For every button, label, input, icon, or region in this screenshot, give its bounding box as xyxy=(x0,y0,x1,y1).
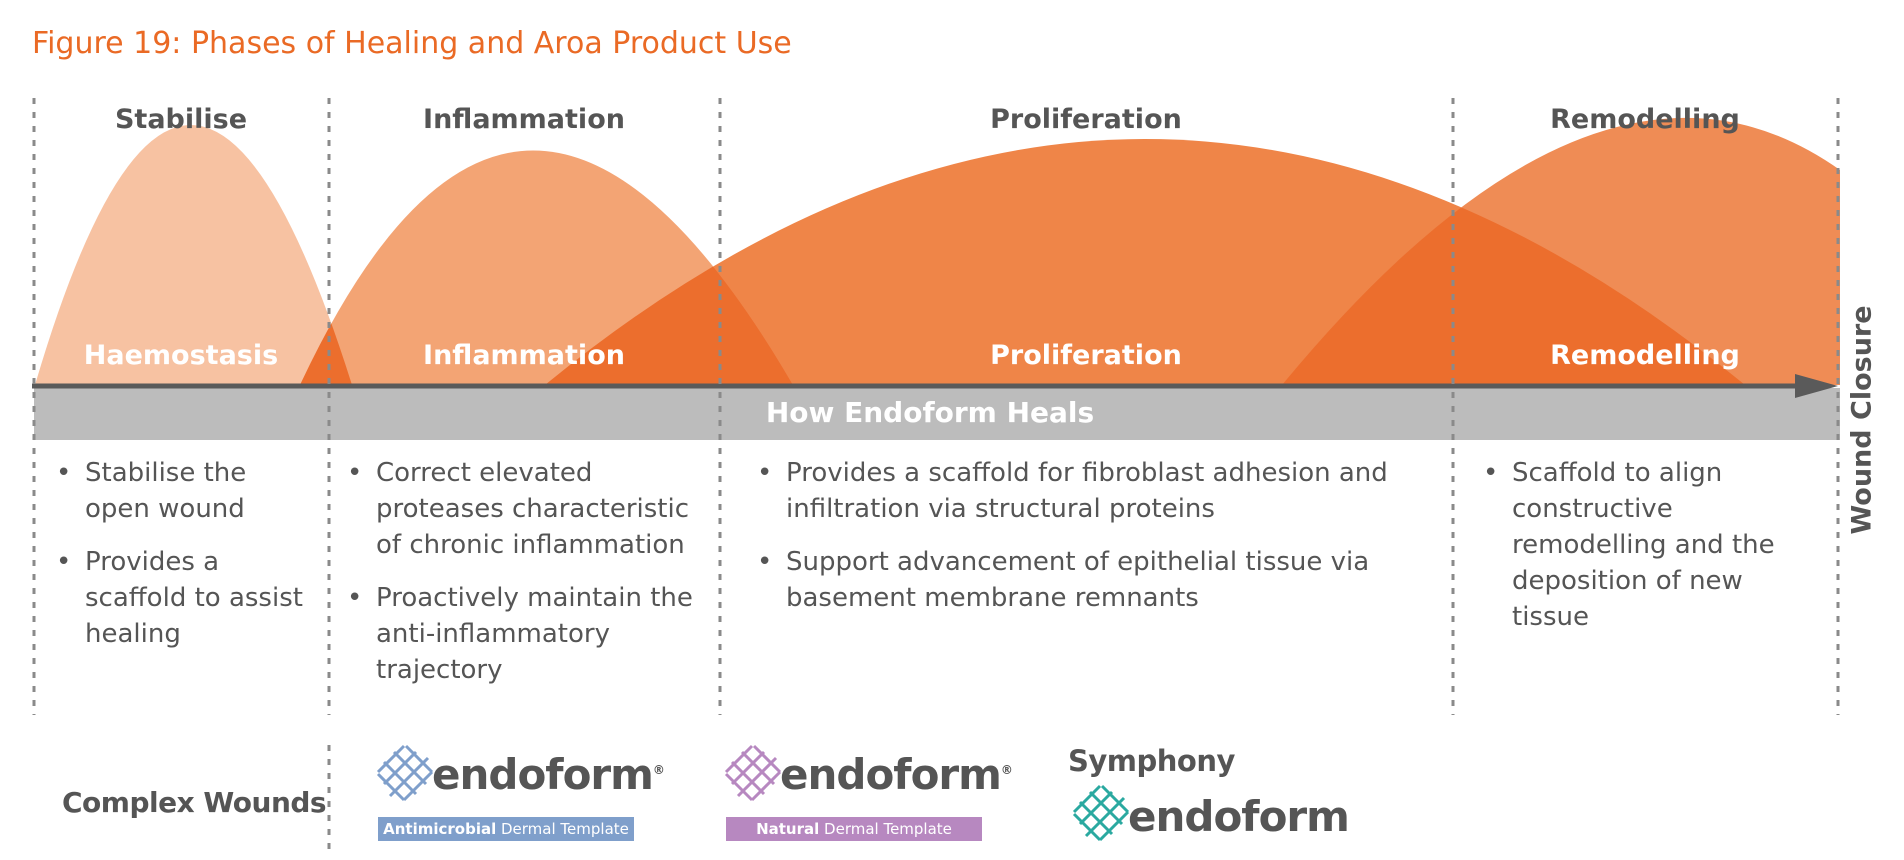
bullet-item: Proactively maintain the anti-inflammato… xyxy=(344,580,714,688)
phase-dividers xyxy=(32,98,1840,852)
curve-label-proliferation: Proliferation xyxy=(990,340,1182,371)
timeline-arrow-head xyxy=(1795,374,1838,398)
haemostasis-curve xyxy=(35,125,352,385)
phase-header-inflammation: Inflammation xyxy=(423,104,625,135)
remodelling-bullets: Scaffold to align constructive remodelli… xyxy=(1480,455,1780,652)
brand-word: endoform xyxy=(1128,792,1350,841)
symphony-word: Symphony xyxy=(1068,744,1235,778)
brand-word: endoform xyxy=(432,750,654,799)
registered-mark: ® xyxy=(652,763,665,777)
mesh-icon xyxy=(376,744,434,802)
endoform-heals-band xyxy=(34,388,1840,440)
symphony-endoform-logo: endoform xyxy=(1070,782,1350,854)
phase-header-stabilise: Stabilise xyxy=(114,104,248,135)
complex-wounds-label: Complex Wounds xyxy=(62,786,327,819)
curve-label-remodelling: Remodelling xyxy=(1550,340,1740,371)
phase-header-remodelling: Remodelling xyxy=(1550,104,1740,135)
brand-word: endoform xyxy=(780,750,1002,799)
endoform-natural-logo: endoform® Natural Dermal Template xyxy=(722,742,1013,842)
band-label: How Endoform Heals xyxy=(765,396,1095,429)
mesh-icon xyxy=(1072,784,1130,842)
natural-tag: Natural Dermal Template xyxy=(726,817,982,841)
phase-header-proliferation: Proliferation xyxy=(990,104,1182,135)
figure-title: Figure 19: Phases of Healing and Aroa Pr… xyxy=(32,26,792,61)
tag-bold: Natural xyxy=(756,820,820,838)
tag-rest: Dermal Template xyxy=(496,820,629,838)
endoform-antimicrobial-logo: endoform® Antimicrobial Dermal Template xyxy=(374,742,665,842)
wound-closure-label: Wound Closure xyxy=(1846,305,1878,535)
registered-mark: ® xyxy=(1000,763,1013,777)
inflammation-bullets: Correct elevated proteases characteristi… xyxy=(344,455,714,705)
bullet-item: Correct elevated proteases characteristi… xyxy=(344,455,714,563)
stabilise-bullets: Stabilise the open wound Provides a scaf… xyxy=(53,455,303,669)
proliferation-bullets: Provides a scaffold for fibroblast adhes… xyxy=(754,455,1394,633)
bullet-item: Scaffold to align constructive remodelli… xyxy=(1480,455,1780,635)
curve-label-inflammation: Inflammation xyxy=(423,340,625,371)
bullet-item: Support advancement of epithelial tissue… xyxy=(754,544,1394,616)
tag-bold: Antimicrobial xyxy=(383,820,497,838)
phase-curves xyxy=(35,117,1840,385)
bullet-item: Stabilise the open wound xyxy=(53,455,303,527)
bullet-item: Provides a scaffold for fibroblast adhes… xyxy=(754,455,1394,527)
bullet-item: Provides a scaffold to assist healing xyxy=(53,544,303,652)
antimicrobial-tag: Antimicrobial Dermal Template xyxy=(378,817,634,841)
mesh-icon xyxy=(724,744,782,802)
tag-rest: Dermal Template xyxy=(819,820,952,838)
curve-label-haemostasis: Haemostasis xyxy=(83,340,279,371)
